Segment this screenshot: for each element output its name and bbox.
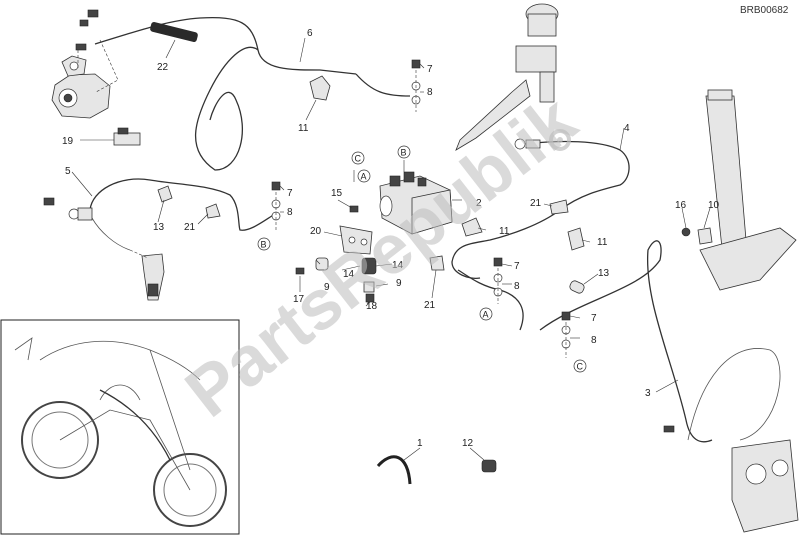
label-21a: 21 [184,222,196,233]
label-4: 4 [624,123,630,134]
watermark-text: PartsRepublik [171,81,590,432]
label-22: 22 [157,62,169,73]
front-brake-hose-right [539,240,713,443]
connector-letter-b-left: B [261,240,267,250]
front-fork [699,89,797,291]
rear-brake-hose-lower [89,178,276,231]
connector-letter-b-abs: B [401,148,407,158]
rear-brake-hose-upper [94,17,357,75]
banjo-fitting-master [514,138,541,150]
rear-brake-hose-loop [194,46,259,171]
label-15: 15 [331,188,343,199]
bolts-center [295,205,375,303]
label-3: 3 [645,388,651,399]
front-brake-caliper [663,425,799,533]
diagram-code: BRB00682 [740,5,789,16]
label-14b: 14 [392,260,404,271]
label-8d: 8 [591,335,597,346]
connector-markers: A B C B A C [257,145,587,373]
rear-brake-caliper [51,55,111,119]
label-11b: 11 [499,226,510,237]
rubber-mounts [315,257,377,293]
motorcycle-inset [0,319,240,535]
label-16: 16 [675,200,687,211]
label-7d: 7 [591,313,597,324]
label-8c: 8 [514,281,520,292]
label-9a: 9 [324,282,330,293]
front-master-cylinder [455,3,559,151]
abs-bracket [339,225,373,255]
connector-marker-a-abs [357,169,371,183]
watermark: PartsRepublik [171,81,590,432]
part-1-clip [376,455,412,485]
rear-master-cylinder [141,253,165,301]
label-7b: 7 [287,188,293,199]
clip-13-left [157,185,173,203]
label-5: 5 [65,166,71,177]
label-8b: 8 [287,207,293,218]
hose-sleeve [150,21,198,43]
label-7c: 7 [514,261,520,272]
clip-21-left [205,203,221,219]
connector-marker-b-left [257,237,271,251]
connector-marker-c-right [573,359,587,373]
part-labels: 1 2 3 4 5 6 7 7 7 7 8 8 8 8 9 9 10 11 11… [62,28,720,449]
connector-letter-c-abs: C [355,154,362,164]
label-13a: 13 [153,222,165,233]
part-12-clip [481,459,497,473]
connector-marker-a-right [479,307,493,321]
label-21b: 21 [530,198,542,209]
label-12: 12 [462,438,474,449]
leader-lines [71,37,711,461]
label-13b: 13 [598,268,610,279]
clips-right [429,199,713,294]
label-6: 6 [307,28,313,39]
connector-letter-a-abs: A [361,172,367,182]
label-11a: 11 [298,123,309,134]
label-11c: 11 [597,237,608,248]
label-14a: 14 [343,269,355,280]
fitting-19 [113,127,141,146]
banjo-fitting-left [43,197,93,221]
abs-control-unit [379,171,453,235]
label-9b: 9 [396,278,402,289]
watermark-gear-icon [549,129,571,151]
label-2: 2 [476,198,482,209]
label-18: 18 [366,301,378,312]
label-10: 10 [708,200,720,211]
connector-marker-b-abs [397,145,411,159]
connector-letter-a-right: A [483,310,489,320]
label-8a: 8 [427,87,433,98]
connector-letter-c-right: C [577,362,584,372]
label-1: 1 [417,438,423,449]
connector-marker-c-abs [351,151,365,165]
bleed-screw [75,9,99,51]
label-20: 20 [310,226,322,237]
label-19: 19 [62,136,74,147]
hose-clip-upper [309,75,331,101]
label-17: 17 [293,294,305,305]
label-21c: 21 [424,300,436,311]
label-7a: 7 [427,64,433,75]
